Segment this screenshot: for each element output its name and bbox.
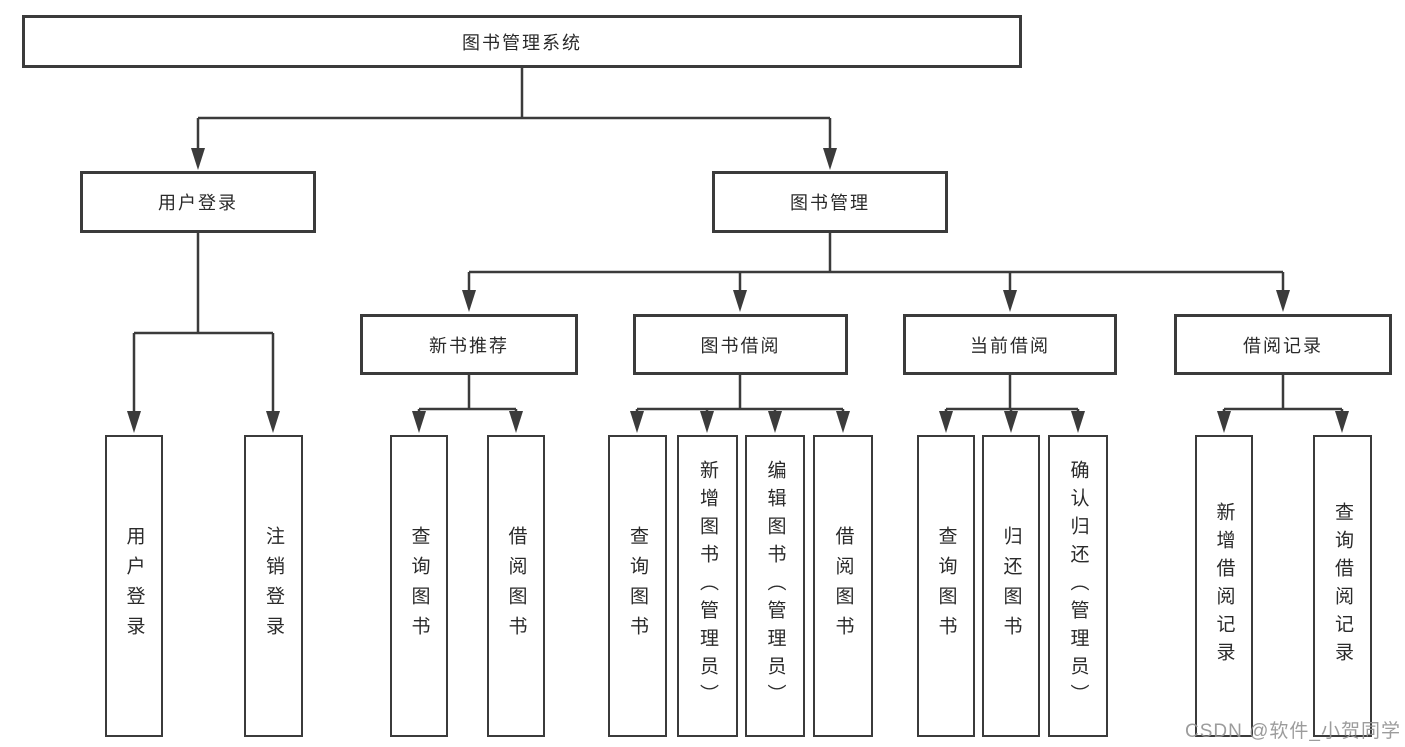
arrowhead-icon bbox=[939, 411, 953, 433]
arrowhead-icon bbox=[630, 411, 644, 433]
node-user-login-group: 用户登录 bbox=[80, 171, 316, 233]
node-borrow-records: 借阅记录 bbox=[1174, 314, 1392, 375]
edge-records-to-leaves bbox=[1217, 375, 1349, 433]
arrowhead-icon bbox=[1003, 290, 1017, 312]
leaf-query-borrow-record: 查询借阅记录 bbox=[1313, 435, 1372, 737]
leaf-borrow-books-newbook: 借阅图书 bbox=[487, 435, 545, 737]
leaf-user-login: 用户登录 bbox=[105, 435, 163, 737]
leaf-query-books-current: 查询图书 bbox=[917, 435, 975, 737]
edge-login-to-leaves bbox=[127, 233, 280, 433]
leaf-add-books-admin: 新增图书（管理员） bbox=[677, 435, 738, 737]
arrowhead-icon bbox=[1276, 290, 1290, 312]
arrowhead-icon bbox=[823, 148, 837, 170]
leaf-edit-books-admin: 编辑图书（管理员） bbox=[745, 435, 805, 737]
leaf-query-books-borrow: 查询图书 bbox=[608, 435, 667, 737]
leaf-return-books: 归还图书 bbox=[982, 435, 1040, 737]
arrowhead-icon bbox=[768, 411, 782, 433]
arrowhead-icon bbox=[700, 411, 714, 433]
node-current-borrowing: 当前借阅 bbox=[903, 314, 1117, 375]
node-book-borrowing: 图书借阅 bbox=[633, 314, 848, 375]
edge-root-to-level2 bbox=[191, 68, 837, 170]
leaf-query-books-newbook: 查询图书 bbox=[390, 435, 448, 737]
arrowhead-icon bbox=[127, 411, 141, 433]
arrowhead-icon bbox=[462, 290, 476, 312]
leaf-confirm-return-admin: 确认归还（管理员） bbox=[1048, 435, 1108, 737]
edge-bookborrow-to-leaves bbox=[630, 375, 850, 433]
node-book-management: 图书管理 bbox=[712, 171, 948, 233]
arrowhead-icon bbox=[266, 411, 280, 433]
leaf-borrow-books-borrow: 借阅图书 bbox=[813, 435, 873, 737]
edge-bookmgmt-to-level3 bbox=[462, 233, 1290, 312]
arrowhead-icon bbox=[836, 411, 850, 433]
arrowhead-icon bbox=[1071, 411, 1085, 433]
node-library-system: 图书管理系统 bbox=[22, 15, 1022, 68]
arrowhead-icon bbox=[412, 411, 426, 433]
leaf-add-borrow-record: 新增借阅记录 bbox=[1195, 435, 1253, 737]
arrowhead-icon bbox=[1004, 411, 1018, 433]
arrowhead-icon bbox=[191, 148, 205, 170]
leaf-logout: 注销登录 bbox=[244, 435, 303, 737]
arrowhead-icon bbox=[1217, 411, 1231, 433]
arrowhead-icon bbox=[1335, 411, 1349, 433]
node-new-book-recommend: 新书推荐 bbox=[360, 314, 578, 375]
arrowhead-icon bbox=[733, 290, 747, 312]
csdn-watermark: CSDN @软件_小贺同学 bbox=[1185, 721, 1401, 742]
edge-newbook-to-leaves bbox=[412, 375, 523, 433]
edge-currentborrow-to-leaves bbox=[939, 375, 1085, 433]
arrowhead-icon bbox=[509, 411, 523, 433]
